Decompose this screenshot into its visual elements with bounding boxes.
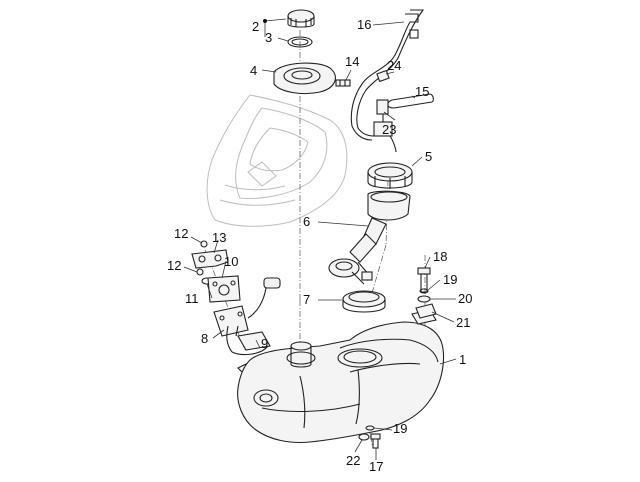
hose-fitting (335, 79, 351, 87)
pump-lock-ring (367, 162, 413, 189)
hose-clamp-assembly (373, 99, 397, 153)
callout-16: 16 (357, 17, 371, 32)
callout-10: 10 (224, 254, 238, 269)
fuel-cap (287, 9, 315, 28)
sender-gasket-10 (207, 275, 241, 303)
callout-4: 4 (250, 63, 257, 78)
washer-19-upper (419, 288, 429, 294)
callout-2: 2 (252, 19, 259, 34)
nut-12a (200, 240, 208, 248)
callout-3: 3 (265, 30, 272, 45)
hose-clip (376, 69, 390, 83)
fuel-tank (237, 309, 445, 444)
rubber-22 (358, 433, 370, 441)
cap-o-ring (287, 36, 313, 48)
callout-18: 18 (433, 249, 447, 264)
callout-labels: 2 3 4 16 14 24 15 23 5 6 7 12 13 12 10 1… (167, 17, 472, 474)
callout-23: 23 (382, 122, 396, 137)
callout-17: 17 (369, 459, 383, 474)
cap-flange (273, 62, 336, 95)
nut-12b (196, 268, 204, 276)
callout-12a: 12 (174, 226, 188, 241)
callout-9: 9 (261, 336, 268, 351)
callout-5: 5 (425, 149, 432, 164)
leader-lines (183, 18, 457, 460)
callout-13: 13 (212, 230, 226, 245)
callout-6: 6 (303, 214, 310, 229)
callout-12b: 12 (167, 258, 181, 273)
callout-1: 1 (459, 352, 466, 367)
callout-21: 21 (456, 315, 470, 330)
sender-float (237, 331, 271, 351)
fuel-pump (328, 190, 411, 285)
callout-24: 24 (387, 58, 401, 73)
sender-bracket (191, 249, 229, 269)
callout-7: 7 (303, 292, 310, 307)
fuel-level-sender (213, 277, 281, 356)
pump-gasket (342, 290, 386, 313)
rubber-20 (417, 295, 431, 303)
bolt-18 (417, 267, 431, 293)
callout-19b: 19 (393, 421, 407, 436)
frame-ghost-outline (206, 94, 348, 227)
callout-19a: 19 (443, 272, 457, 287)
vent-hose (350, 9, 425, 141)
callout-14: 14 (345, 54, 359, 69)
callout-11: 11 (185, 291, 199, 306)
bolt-17 (370, 433, 381, 449)
callout-22: 22 (346, 453, 360, 468)
callout-15: 15 (415, 84, 429, 99)
callout-8: 8 (201, 331, 208, 346)
callout-20: 20 (458, 291, 472, 306)
